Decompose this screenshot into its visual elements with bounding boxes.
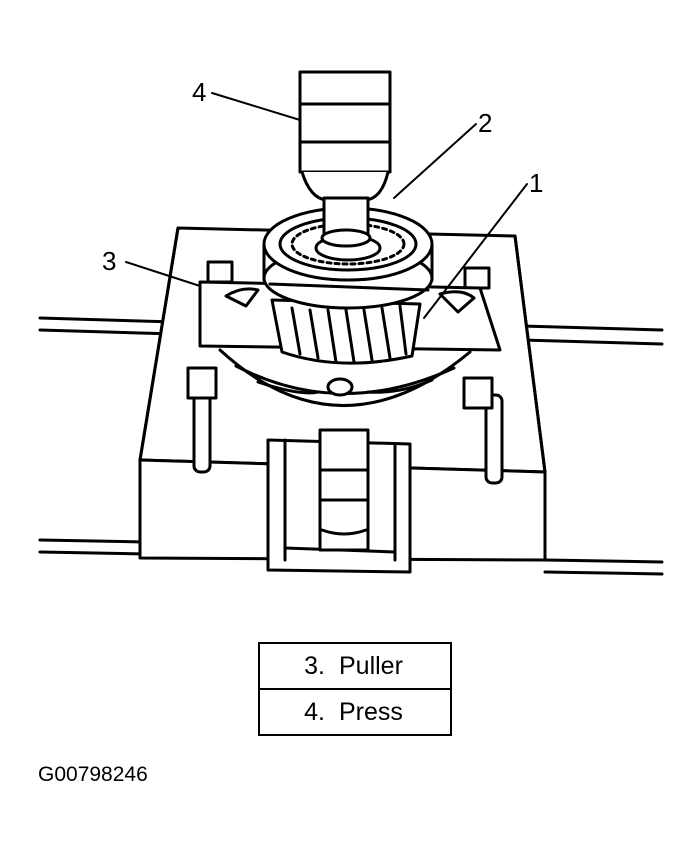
bed-rail-bottom xyxy=(38,538,664,576)
shaft xyxy=(318,428,370,552)
press-ram xyxy=(298,70,392,248)
legend-table: 3. Puller 4. Press xyxy=(258,642,452,736)
helical-gear xyxy=(270,298,422,365)
legend-row: 3. Puller xyxy=(258,642,452,690)
callout-3: 3 xyxy=(102,246,116,276)
legend-number: 4. xyxy=(304,697,325,726)
bed-rail-top xyxy=(38,316,664,346)
callout-4: 4 xyxy=(192,77,206,107)
legend-cell: 3. Puller xyxy=(258,642,452,690)
legend-cell: 4. Press xyxy=(258,688,452,736)
legend-label: Press xyxy=(339,697,403,726)
legend-number: 3. xyxy=(304,651,325,680)
press-puller-illustration: 4 2 1 3 xyxy=(38,70,664,576)
callout-2: 2 xyxy=(478,108,492,138)
legend-label: Puller xyxy=(339,651,403,680)
leader-lines xyxy=(125,92,528,319)
legend-row: 4. Press xyxy=(258,688,452,736)
callout-1: 1 xyxy=(529,168,543,198)
figure-id: G00798246 xyxy=(38,763,148,786)
